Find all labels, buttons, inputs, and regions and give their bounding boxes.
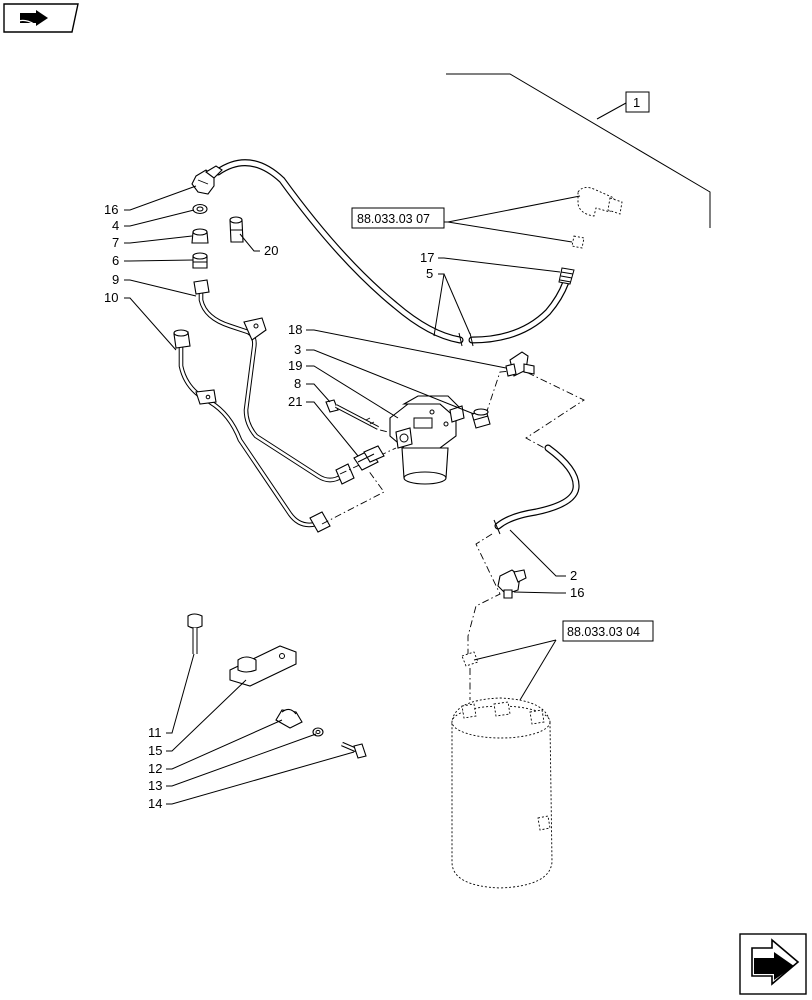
bolt-14 [341,741,367,759]
leader-lines [124,185,581,805]
bolt-11 [187,613,203,654]
callout-4: 4 [112,218,119,233]
pipe-10 [173,329,331,533]
next-page-arrow-icon[interactable] [739,933,807,995]
callout-8: 8 [294,376,301,391]
callout-1: 1 [633,95,640,110]
callout-16-upper: 16 [104,202,118,217]
callout-3: 3 [294,342,301,357]
callout-9: 9 [112,272,119,287]
callout-5: 5 [426,266,433,281]
centerline-pipe10 [321,469,385,525]
elbow-fitting-16 [191,165,223,195]
ref-label-tank[interactable]: 88.033.03 04 [567,625,640,639]
nut-7 [191,228,209,244]
ref-label-top[interactable]: 88.033.03 07 [357,212,430,226]
callout-12: 12 [148,761,162,776]
ref-box-top[interactable] [351,207,445,229]
book-arrow-icon[interactable] [3,3,79,33]
callout-18: 18 [288,322,302,337]
air-hose [214,159,570,347]
ghost-air-tank [451,651,553,889]
callout-17: 17 [420,250,434,265]
nipple-6 [192,252,208,269]
bolt-8 [325,399,379,430]
callout-20: 20 [264,243,278,258]
washer-4 [192,203,208,215]
hose-spring [558,267,575,285]
callout-19: 19 [288,358,302,373]
fitting-3 [471,408,491,429]
callout-15: 15 [148,743,162,758]
callout-14: 14 [148,796,162,811]
callout-2: 2 [570,568,577,583]
callout-13: 13 [148,778,162,793]
bracket-15 [229,645,297,687]
short-hose-2 [493,444,580,535]
callout-21: 21 [288,394,302,409]
elbow-fitting-16-lower [497,569,527,599]
callout-6: 6 [112,253,119,268]
adapter-20 [229,216,244,243]
centerline-lower [467,533,501,660]
unloader-valve [389,395,465,485]
callout-11: 11 [148,725,162,740]
centerline-bolt-8 [379,429,397,435]
pipe-9 [193,279,355,485]
ref-box-tank[interactable] [562,620,654,642]
centerline-outlet [485,369,585,451]
callout-16-lower: 16 [570,585,584,600]
callout-10: 10 [104,290,118,305]
fitting-21 [353,445,385,471]
assembly-bracket [446,73,711,228]
clamp-12 [275,708,303,729]
tee-fitting-18 [505,351,535,377]
callout-7: 7 [112,235,119,250]
ghost-elbow-fitting [571,187,623,249]
